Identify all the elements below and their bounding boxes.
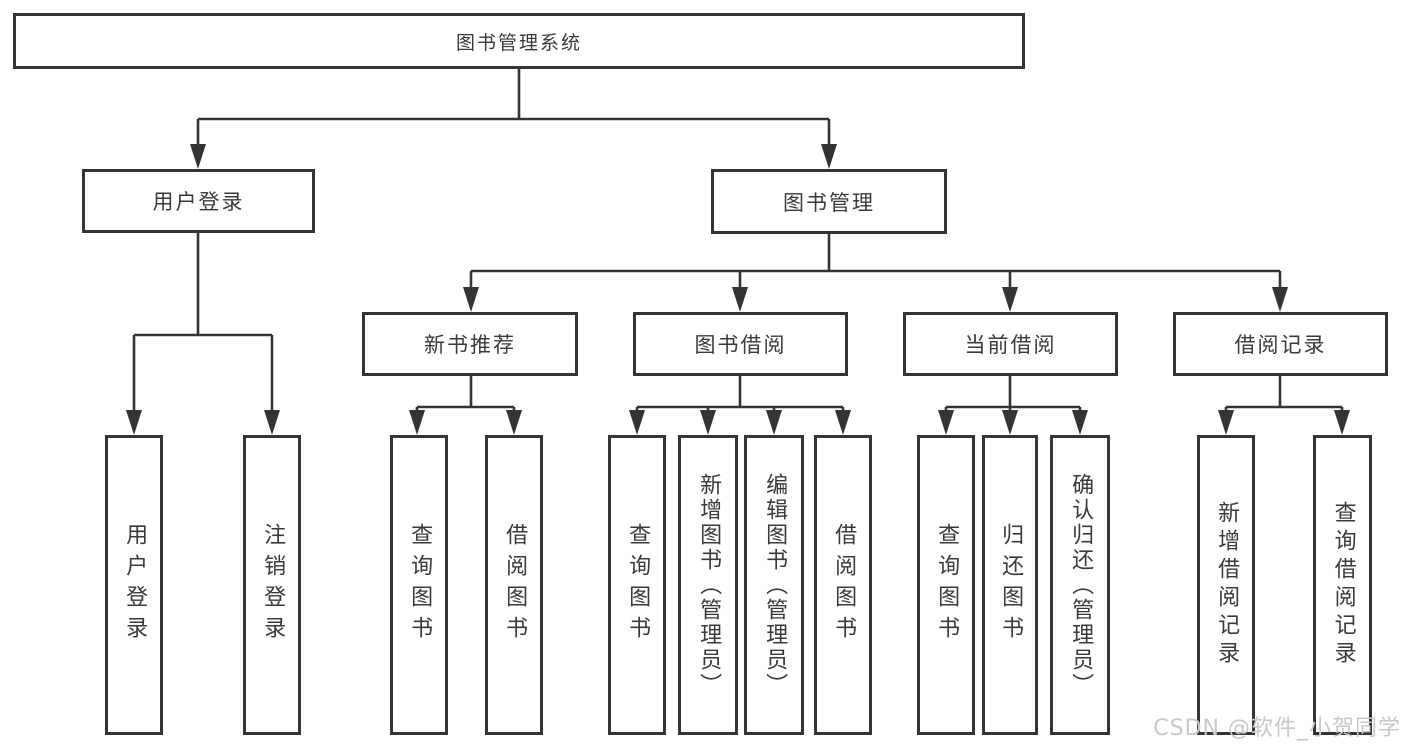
- leaf-borrow-books: 借阅图书: [814, 435, 872, 735]
- leaf-query-books: 查询图书: [608, 435, 666, 735]
- node-user-login: 用户登录: [82, 169, 315, 233]
- node-label: 用户登录: [122, 523, 148, 647]
- leaf-confirm-return-admin: 确认归还（管理员）: [1050, 435, 1110, 735]
- node-label: 确认归还（管理员）: [1068, 472, 1094, 698]
- csdn-watermark: CSDN @软件_小贺同学: [1153, 716, 1401, 741]
- node-book-management: 图书管理: [711, 169, 947, 234]
- node-label: 图书管理系统: [455, 31, 582, 54]
- node-label: 用户登录: [152, 190, 245, 214]
- node-library-system: 图书管理系统: [13, 13, 1025, 69]
- node-borrow-records: 借阅记录: [1173, 312, 1388, 376]
- leaf-add-books-admin: 新增图书（管理员）: [678, 435, 738, 735]
- leaf-query-books-recommend: 查询图书: [390, 435, 448, 735]
- node-label: 借阅记录: [1234, 333, 1327, 357]
- leaf-user-login: 用户登录: [105, 435, 163, 735]
- node-label: 新增图书（管理员）: [696, 472, 722, 698]
- node-book-borrow: 图书借阅: [633, 312, 848, 376]
- node-label: 借阅图书: [831, 523, 857, 647]
- node-label: 当前借阅: [964, 333, 1057, 357]
- node-label: 新增借阅记录: [1214, 501, 1240, 669]
- node-current-borrow: 当前借阅: [903, 312, 1118, 376]
- leaf-edit-books-admin: 编辑图书（管理员）: [744, 435, 804, 735]
- node-label: 查询图书: [934, 523, 960, 647]
- node-label: 查询图书: [407, 523, 433, 647]
- leaf-query-books-current: 查询图书: [917, 435, 975, 735]
- node-label: 注销登录: [260, 523, 286, 647]
- leaf-return-books: 归还图书: [982, 435, 1038, 735]
- node-label: 查询图书: [625, 523, 651, 647]
- leaf-logout: 注销登录: [243, 435, 301, 735]
- node-label: 图书管理: [783, 190, 875, 215]
- leaf-query-borrow-record: 查询借阅记录: [1313, 435, 1372, 735]
- node-label: 借阅图书: [502, 523, 528, 647]
- node-label: 归还图书: [998, 523, 1024, 647]
- node-new-book-recommend: 新书推荐: [362, 312, 578, 376]
- leaf-borrow-books-recommend: 借阅图书: [485, 435, 543, 735]
- leaf-add-borrow-record: 新增借阅记录: [1197, 435, 1255, 735]
- node-label: 查询借阅记录: [1330, 501, 1356, 669]
- node-label: 新书推荐: [424, 333, 516, 357]
- node-label: 图书借阅: [694, 333, 787, 357]
- node-label: 编辑图书（管理员）: [762, 472, 788, 698]
